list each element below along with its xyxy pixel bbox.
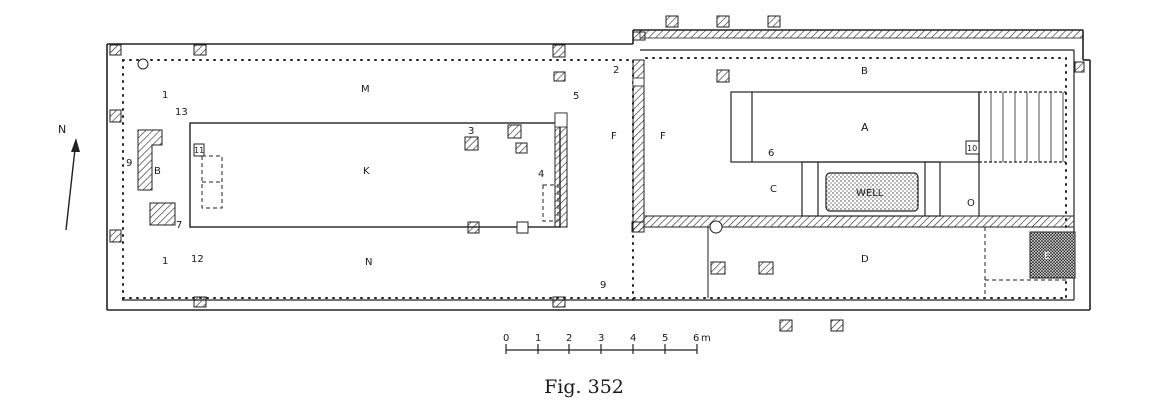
number-5: 5 xyxy=(573,91,579,102)
north-arrow-icon xyxy=(65,138,80,231)
dotted-room-e xyxy=(1029,231,1076,279)
number-9-west: 9 xyxy=(126,158,132,169)
room-f-left-label: F xyxy=(611,131,617,142)
scale-tick-0: 0 xyxy=(503,333,509,344)
room-k-label: K xyxy=(363,166,370,177)
number-4: 4 xyxy=(538,169,544,180)
scale-tick-3: 3 xyxy=(598,333,604,344)
number-2: 2 xyxy=(613,65,619,76)
number-13: 13 xyxy=(175,107,188,118)
scale-unit: m xyxy=(701,333,711,344)
hatched-north-wall xyxy=(639,29,1084,39)
room-b-label: B xyxy=(861,66,868,77)
number-7: 7 xyxy=(176,220,182,231)
dotted-boundary xyxy=(122,57,1069,301)
room-f-right-label: F xyxy=(660,131,666,142)
north-label: N xyxy=(58,123,66,136)
number-12: 12 xyxy=(191,254,204,265)
number-10: 10 xyxy=(967,144,977,153)
east-court xyxy=(707,91,1066,298)
number-9-south: 9 xyxy=(600,280,606,291)
scale-tick-4: 4 xyxy=(630,333,636,344)
number-6: 6 xyxy=(768,148,774,159)
number-3: 3 xyxy=(468,126,474,137)
find-numbers: 1 1 2 3 4 5 6 7 9 9 10 11 12 13 xyxy=(126,65,977,291)
number-1-top: 1 xyxy=(162,90,168,101)
west-annex xyxy=(137,129,176,226)
column-bases xyxy=(137,58,980,234)
room-m-label: M xyxy=(361,84,370,95)
figure-caption: Fig. 352 xyxy=(544,376,624,398)
well-shaft xyxy=(825,172,919,212)
room-labels: A B C D E F F K M N O B WELL xyxy=(154,66,1050,268)
number-11: 11 xyxy=(194,146,204,155)
outer-walls xyxy=(106,29,1091,311)
scale-tick-6: 6 xyxy=(693,333,699,344)
room-e-label: E xyxy=(1044,251,1050,262)
scale-tick-5: 5 xyxy=(662,333,668,344)
dividing-wall-gap xyxy=(632,77,645,87)
scale-ticks: 0 1 2 3 4 5 6 m xyxy=(503,333,711,344)
room-o-label: O xyxy=(967,198,975,209)
east-cross-wall xyxy=(643,215,1075,228)
scale-tick-2: 2 xyxy=(566,333,572,344)
scale-bar xyxy=(505,344,698,354)
well-label: WELL xyxy=(856,188,884,199)
room-c-label: C xyxy=(770,184,777,195)
room-n-label: N xyxy=(365,257,372,268)
scale-tick-1: 1 xyxy=(535,333,541,344)
wall-piers xyxy=(109,15,1085,332)
number-1-bottom: 1 xyxy=(162,256,168,267)
central-hall xyxy=(189,112,568,228)
room-b-west-label: B xyxy=(154,166,161,177)
room-a-label: A xyxy=(861,121,869,134)
room-d-label: D xyxy=(861,254,869,265)
